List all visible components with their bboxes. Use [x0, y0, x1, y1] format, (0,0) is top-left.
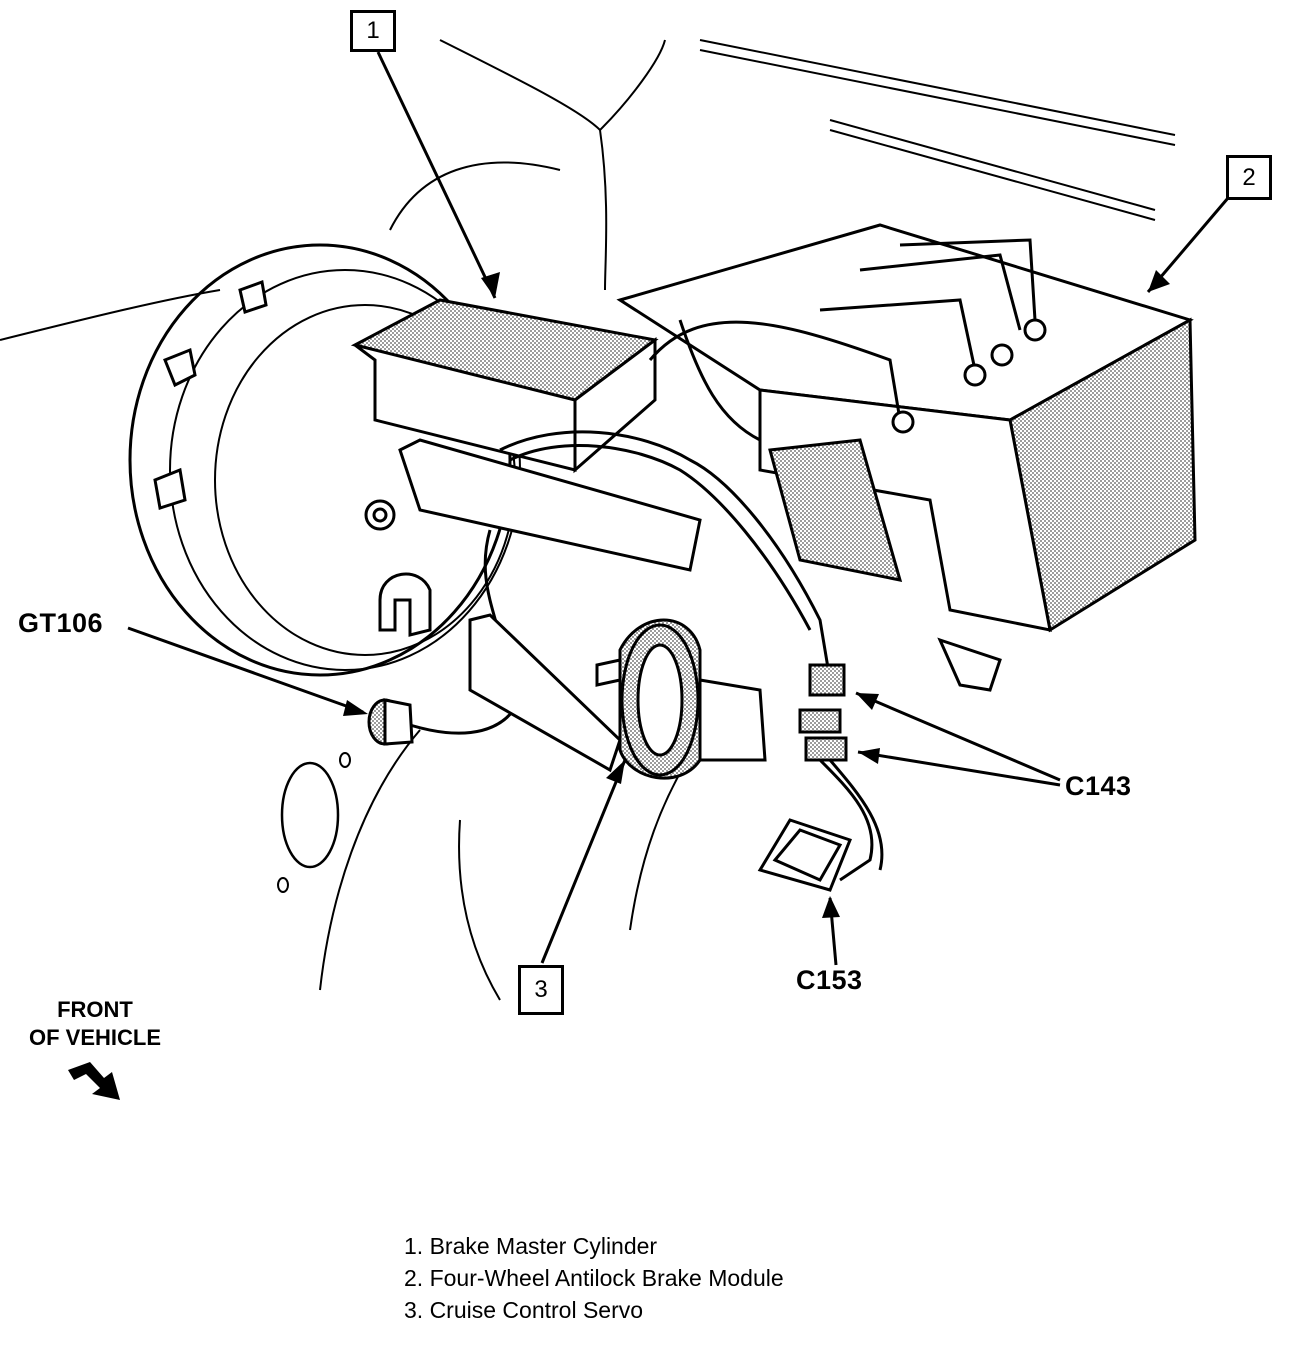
legend-item: 2. Four-Wheel Antilock Brake Module — [404, 1265, 784, 1291]
callout-number-1: 1 — [366, 17, 380, 44]
callout-box-2: 2 — [1226, 155, 1272, 200]
connector-c143-upper — [808, 663, 846, 697]
label-gt106: GT106 — [18, 608, 104, 638]
master-cylinder — [350, 298, 702, 572]
callout-number-2: 2 — [1242, 163, 1256, 191]
bracket-hardware — [378, 572, 767, 773]
connector-c153 — [757, 818, 852, 892]
connector-c143-lower — [798, 708, 848, 762]
front-of-vehicle-arrow — [68, 1062, 120, 1100]
front-label-line2: OF VEHICLE — [28, 1025, 161, 1050]
callout-number-3: 3 — [534, 976, 548, 1003]
front-of-vehicle-label: FRONT OF VEHICLE — [12, 996, 178, 1052]
cruise-control-servo — [595, 618, 702, 780]
callout-box-1: 1 — [350, 10, 396, 52]
label-c143: C143 — [1065, 771, 1132, 801]
arrowheads — [343, 270, 1170, 918]
abs-module — [616, 223, 1197, 692]
brake-lines — [648, 238, 1047, 442]
label-c153: C153 — [796, 965, 863, 995]
component-legend: 1. Brake Master Cylinder 2. Four-Wheel A… — [404, 1230, 784, 1326]
legend-item: 1. Brake Master Cylinder — [404, 1233, 658, 1259]
front-label-line1: FRONT — [57, 997, 133, 1022]
legend-item: 3. Cruise Control Servo — [404, 1297, 644, 1323]
fastener-details — [277, 752, 351, 893]
connector-gt106 — [367, 698, 414, 746]
body-panel-lines — [0, 39, 1176, 1001]
callout-box-3: 3 — [518, 965, 564, 1015]
